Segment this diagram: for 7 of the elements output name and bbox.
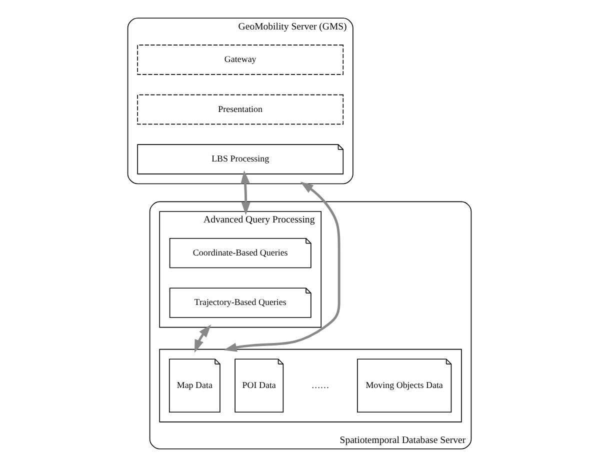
arrow bbox=[224, 182, 340, 352]
arrow bbox=[240, 170, 250, 216]
node-box: Presentation bbox=[137, 94, 344, 125]
arrow bbox=[194, 324, 212, 353]
cluster bbox=[159, 348, 462, 422]
label: …… bbox=[311, 380, 330, 390]
node-box: Gateway bbox=[137, 44, 344, 75]
